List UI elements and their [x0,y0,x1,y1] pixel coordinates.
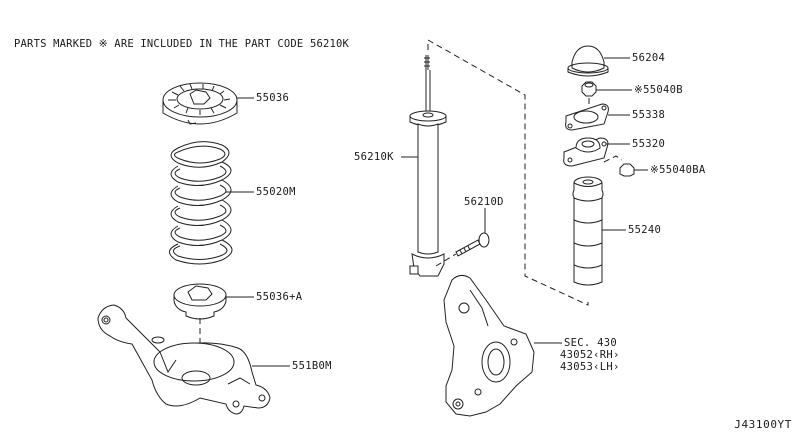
label-55338[interactable]: 55338 [632,109,666,121]
part-55240-drawing[interactable] [573,177,626,285]
part-55020M-drawing[interactable] [169,142,254,264]
label-55040BA[interactable]: ※55040BA [650,164,706,176]
part-55040BA-drawing[interactable] [620,164,648,176]
part-55036-drawing[interactable] [163,83,254,124]
section-ref-rh: 43052‹RH› [560,349,620,361]
part-55320-drawing[interactable] [564,138,630,166]
part-56204-drawing[interactable] [568,46,630,76]
label-56204[interactable]: 56204 [632,52,666,64]
part-knuckle-drawing[interactable] [444,275,562,416]
label-56210D[interactable]: 56210D [464,196,504,208]
part-55338-drawing[interactable] [566,104,630,130]
diagram-code: J43100YT [734,418,792,431]
part-55036A-drawing[interactable] [174,284,254,385]
label-55320[interactable]: 55320 [632,138,666,150]
section-ref-lh: 43053‹LH› [560,361,620,373]
label-56210K[interactable]: 56210K [354,151,394,163]
part-56210D-drawing[interactable] [436,208,489,266]
guide-line [428,40,588,305]
part-551B0M-drawing[interactable] [98,305,290,414]
label-551B0M[interactable]: 551B0M [292,360,332,372]
label-55240[interactable]: 55240 [628,224,662,236]
label-55036[interactable]: 55036 [256,92,290,104]
parts-note: PARTS MARKED ※ ARE INCLUDED IN THE PART … [14,38,350,50]
part-55040B-drawing[interactable] [582,82,632,112]
label-55040B[interactable]: ※55040B [634,84,683,96]
part-56210K-drawing[interactable] [401,55,446,276]
section-ref-title: SEC. 430 [564,337,617,349]
section-ref[interactable]: SEC. 430 43052‹RH› 43053‹LH› [560,337,620,373]
label-55036A[interactable]: 55036+A [256,291,303,303]
label-55020M[interactable]: 55020M [256,186,296,198]
